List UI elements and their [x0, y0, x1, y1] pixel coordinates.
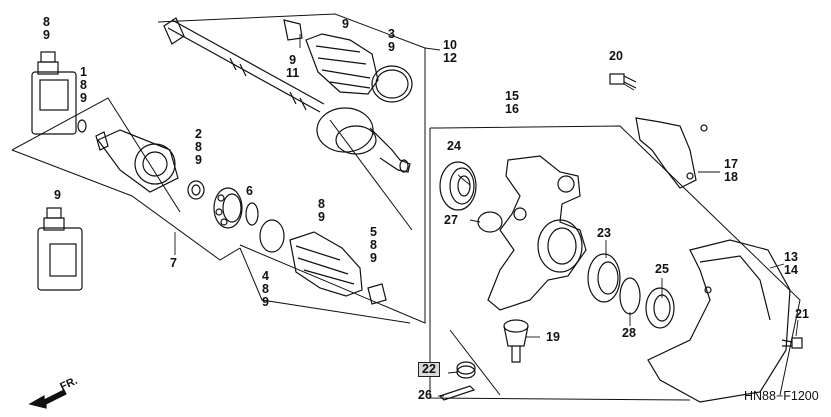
callout-5-8-9: 5 8 9	[370, 226, 377, 265]
callout-9-bottle: 9	[54, 188, 61, 202]
clip-ring	[77, 119, 87, 133]
callout-num: 8	[318, 197, 325, 211]
ball-joint-19	[503, 319, 529, 363]
callout-25: 25	[655, 262, 669, 276]
boot-band	[371, 65, 413, 103]
callout-num: 18	[724, 170, 738, 184]
leader-lines	[174, 34, 799, 397]
bolt-21	[781, 337, 803, 349]
outer-cv-joint	[95, 129, 179, 193]
callout-num: 2	[195, 127, 202, 141]
frame-lines	[11, 13, 801, 401]
callout-num: 9	[80, 91, 87, 105]
hose-clamp	[283, 19, 303, 41]
diagram-code: HN88−F1200	[744, 389, 819, 403]
callout-num: 16	[505, 102, 519, 116]
oil-bottle-top	[31, 51, 77, 135]
clamp-2	[367, 283, 387, 305]
callout-num: 14	[784, 263, 798, 277]
callout-23: 23	[597, 226, 611, 240]
callout-24: 24	[447, 139, 461, 153]
callout-2-8-9: 2 8 9	[195, 128, 202, 167]
snap-ring-28	[619, 277, 641, 315]
front-direction-arrow-icon	[28, 389, 67, 409]
callout-num: 9	[195, 153, 202, 167]
boot-band-2	[259, 219, 285, 253]
callout-num: 8	[195, 140, 202, 154]
callout-4-8-9: 4 8 9	[262, 270, 269, 309]
snap-ring	[187, 180, 205, 200]
callout-num: 9	[388, 40, 395, 54]
callout-num: 8	[370, 238, 377, 252]
callout-6: 6	[246, 184, 253, 198]
oil-seal-25	[645, 287, 675, 329]
callout-num: 10	[443, 38, 457, 52]
callout-26: 26	[418, 388, 432, 402]
callout-num: 8	[43, 15, 50, 29]
callout-num: 13	[784, 250, 798, 264]
boot-outer	[305, 33, 379, 95]
callout-num: 8	[262, 282, 269, 296]
bearing-cage	[213, 187, 243, 229]
callout-1-8-9: 1 8 9	[80, 66, 87, 105]
callout-8-9-boot: 8 9	[318, 198, 325, 224]
callout-10-12: 10 12	[443, 39, 457, 65]
callout-num: 15	[505, 89, 519, 103]
callout-9-boot: 9	[342, 17, 349, 31]
circlip-27	[477, 211, 503, 233]
callout-num: 9	[318, 210, 325, 224]
callout-28: 28	[622, 326, 636, 340]
wheel-bearing-23	[587, 253, 621, 303]
callout-27: 27	[444, 213, 458, 227]
callout-num: 17	[724, 157, 738, 171]
brake-disc-cover	[647, 239, 791, 403]
callout-num: 5	[370, 225, 377, 239]
callout-7: 7	[170, 256, 177, 270]
callout-9-11: 9 11	[286, 54, 299, 80]
callout-num: 9	[289, 53, 297, 67]
castle-nut-22	[456, 361, 476, 379]
callout-num: 9	[262, 295, 269, 309]
bolt-20	[609, 73, 637, 89]
callout-22: 22	[418, 362, 440, 377]
oil-bottle-bottom	[37, 207, 83, 291]
callout-num: 9	[43, 28, 50, 42]
callout-num: 9	[370, 251, 377, 265]
callout-num: 11	[286, 66, 300, 80]
callout-21: 21	[795, 307, 809, 321]
callout-15-16: 15 16	[505, 90, 519, 116]
callout-num: 12	[443, 51, 457, 65]
brake-bracket	[635, 117, 708, 189]
bearing-24	[439, 161, 477, 211]
callout-num: 8	[80, 78, 87, 92]
cotter-pin-26	[438, 385, 476, 401]
callout-num: 1	[80, 65, 87, 79]
callout-num: 4	[262, 269, 269, 283]
callout-3-9: 3 9	[388, 28, 395, 54]
boot-inner	[289, 231, 363, 297]
steering-knuckle	[487, 155, 587, 311]
callout-8-9-bottle: 8 9	[43, 16, 50, 42]
callout-19: 19	[546, 330, 560, 344]
callout-13-14: 13 14	[784, 251, 798, 277]
drive-shaft	[163, 17, 411, 173]
callout-20: 20	[609, 49, 623, 63]
callout-17-18: 17 18	[724, 158, 738, 184]
retaining-ring	[245, 202, 259, 226]
callout-num: 3	[388, 27, 395, 41]
